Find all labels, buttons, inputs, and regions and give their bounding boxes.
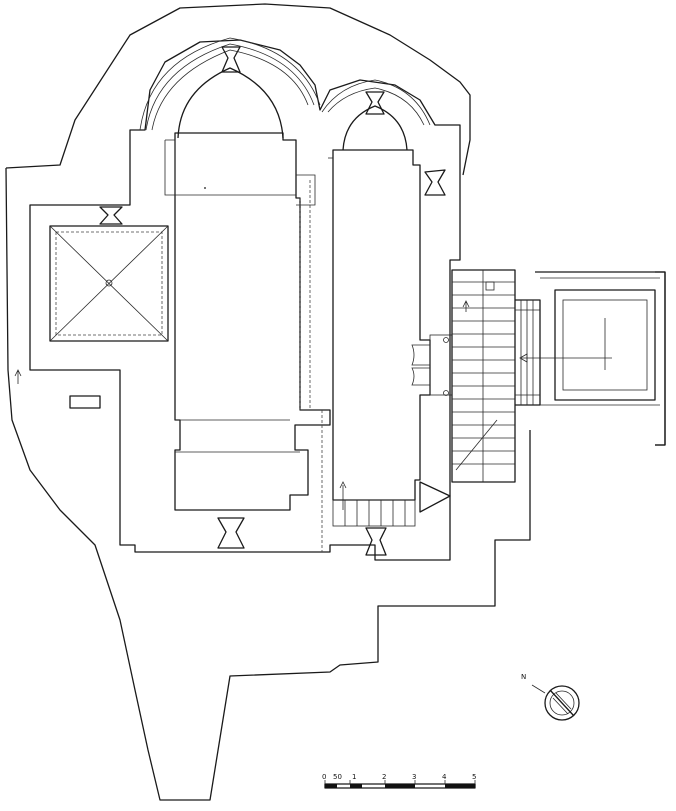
scale-tick-50: 50 (333, 773, 342, 781)
scale-tick-2: 2 (382, 773, 386, 781)
main-nave-bema-line (164, 139, 296, 196)
main-apse-arc-mid (145, 43, 315, 131)
main-apse-inner (177, 67, 284, 139)
north-arrow-label: N (521, 673, 526, 681)
site-boundary-lower (7, 369, 531, 801)
side-door (411, 334, 453, 396)
interior-stair (332, 481, 416, 527)
main-nave-wall (174, 132, 331, 511)
side-apse-arc-outer (321, 79, 431, 126)
side-nave-wall (332, 149, 431, 501)
north-arrow: N (521, 673, 580, 721)
scale-tick-0: 0 (322, 773, 326, 781)
side-apse-arc-inner (327, 87, 425, 126)
building-outer-wall (29, 39, 461, 561)
scale-bar: 0 50 1 2 3 4 5 (322, 773, 476, 789)
site-boundary-outline (5, 3, 471, 371)
east-stair-block (515, 299, 541, 406)
main-apse-arc-inner (151, 49, 309, 131)
scale-tick-1: 1 (352, 773, 356, 781)
main-apse-arc-outer (139, 37, 321, 131)
scale-tick-3: 3 (412, 773, 416, 781)
main-nave-centre-dot (204, 187, 206, 189)
far-right-structure (519, 271, 666, 446)
window-splays (99, 46, 446, 556)
west-chamber-vault (49, 225, 169, 342)
scale-tick-4: 4 (442, 773, 447, 781)
scale-tick-5: 5 (472, 773, 476, 781)
small-niche (69, 395, 101, 409)
connector-passage (296, 174, 316, 206)
entrance-arrow (14, 369, 22, 384)
side-apse-inner (342, 105, 408, 151)
east-annex (451, 269, 516, 483)
stair-triangle (419, 481, 451, 513)
